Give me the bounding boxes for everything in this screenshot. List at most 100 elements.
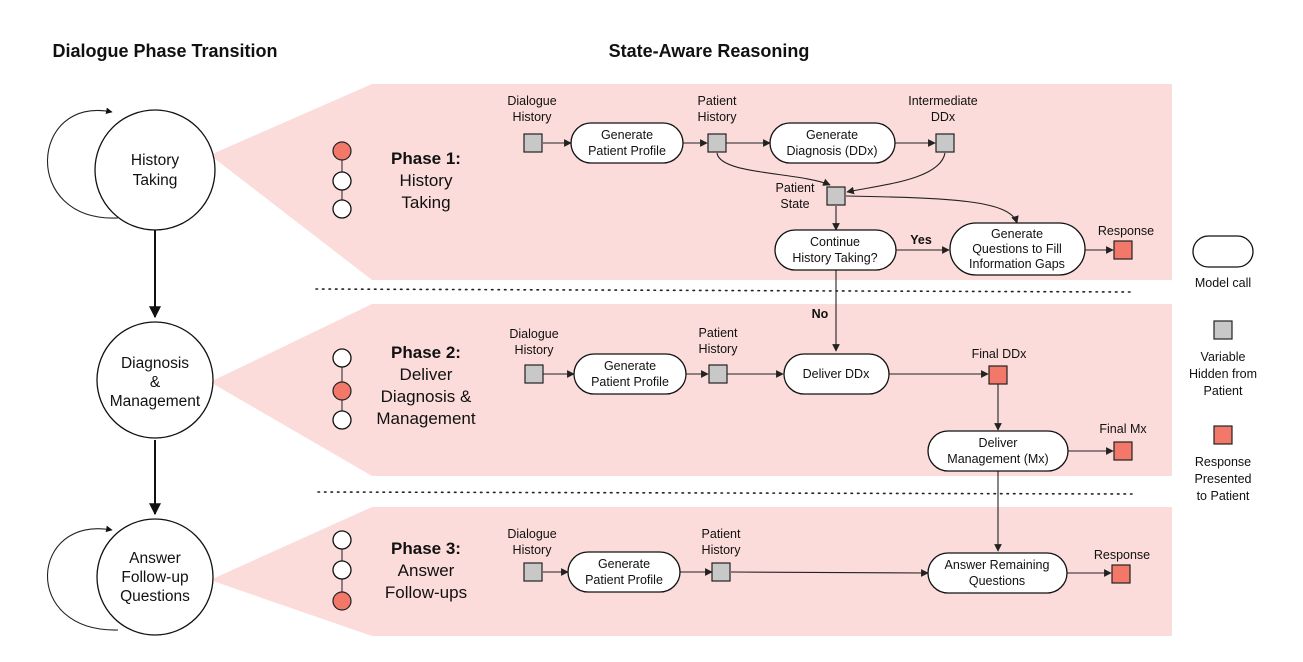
p3-dialogue-history-label-2: History: [513, 543, 553, 557]
legend-presented-line2: Presented: [1195, 472, 1252, 486]
state-diagnosis-line3: Management: [110, 393, 201, 410]
phase2-line3: Management: [376, 409, 476, 428]
state-answer-line2: Follow-up: [121, 569, 188, 586]
p3-patient-history-label-2: History: [702, 543, 742, 557]
phase2-line1: Deliver: [400, 365, 453, 384]
state-diagnosis-management: [96, 321, 214, 439]
phase1-dot-2: [332, 171, 352, 191]
p1-generate-diagnosis-node: [769, 122, 896, 164]
phase1-title: Phase 1:: [391, 149, 461, 168]
p1-patient-history-var: [707, 133, 727, 153]
p1-dialogue-history-label-2: History: [513, 110, 553, 124]
phase3-title: Phase 3:: [391, 539, 461, 558]
state-answer-line3: Questions: [120, 588, 190, 605]
p3-response-label: Response: [1094, 548, 1150, 562]
phase3-flow: Dialogue History Generate Patient Profil…: [507, 527, 1150, 594]
p3-response-var: [1111, 564, 1131, 584]
p1-continue-history-node: [774, 229, 897, 271]
legend-hidden-swatch: [1213, 320, 1233, 340]
p2-dialogue-history-var: [524, 364, 544, 384]
phase3-dot-2: [332, 560, 352, 580]
p2-final-ddx-var: [988, 365, 1008, 385]
p1-response-var: [1113, 240, 1133, 260]
phase1-flow: Dialogue History Generate Patient Profil…: [507, 94, 1154, 352]
p2-gen-profile-line2: Patient Profile: [591, 375, 669, 389]
p1-gen-diagnosis-line1: Generate: [806, 128, 858, 142]
legend-presented-line1: Response: [1195, 455, 1251, 469]
p1-gen-questions-line1: Generate: [991, 227, 1043, 241]
p1-patient-history-label-2: History: [698, 110, 738, 124]
p1-patient-state-label-2: State: [780, 197, 809, 211]
p1-intermediate-ddx-label-1: Intermediate: [908, 94, 978, 108]
p1-generate-profile-node: [570, 122, 684, 164]
phase2-title: Phase 2:: [391, 343, 461, 362]
p3-gen-profile-line1: Generate: [598, 557, 650, 571]
header-dialogue-phase-transition: Dialogue Phase Transition: [52, 41, 277, 61]
state-history-taking-line1: History: [131, 152, 179, 169]
p3-patient-history-var: [711, 562, 731, 582]
phase1-dot-1-active: [332, 141, 352, 161]
self-loop-history-taking: [46, 107, 119, 219]
p3-answer-remaining-node: [927, 552, 1068, 594]
phase3-line1: Answer: [398, 561, 455, 580]
p2-deliver-ddx-label: Deliver DDx: [803, 367, 870, 381]
legend-presented-swatch: [1213, 425, 1233, 445]
phase-bands: [210, 84, 1172, 636]
p1-gen-diagnosis-line2: Diagnosis (DDx): [787, 144, 878, 158]
p1-patient-state-var: [826, 186, 846, 206]
phase2-indicator: [332, 348, 352, 430]
phase1-band: [210, 84, 1172, 280]
p1-patient-state-label-1: Patient: [776, 181, 815, 195]
state-answer-line1: Answer: [129, 550, 181, 567]
p1-gen-questions-line3: Information Gaps: [969, 257, 1065, 271]
p2-dialogue-history-label-1: Dialogue: [509, 327, 558, 341]
p3-patient-history-label-1: Patient: [702, 527, 741, 541]
p1-response-label: Response: [1098, 224, 1154, 238]
legend-hidden-line2: Hidden from: [1189, 367, 1257, 381]
p1-generate-questions-node: [949, 222, 1086, 276]
separator-1: [315, 288, 1131, 293]
p3-generate-profile-node: [567, 551, 681, 593]
p2-patient-history-label-1: Patient: [699, 326, 738, 340]
phase2-flow: Dialogue History Generate Patient Profil…: [509, 326, 1147, 552]
p1-patient-history-label-1: Patient: [698, 94, 737, 108]
p1-gen-questions-line2: Questions to Fill: [972, 242, 1062, 256]
legend-presented-line3: to Patient: [1197, 489, 1250, 503]
p2-deliver-mx-line1: Deliver: [979, 436, 1018, 450]
phase1-line1: History: [400, 171, 453, 190]
phase2-dot-1: [332, 348, 352, 368]
phase2-dot-2-active: [332, 381, 352, 401]
legend: Model call Variable Hidden from Patient …: [1189, 235, 1257, 503]
p3-answer-remaining-line1: Answer Remaining: [945, 558, 1050, 572]
phase3-dot-1: [332, 530, 352, 550]
p1-intermediate-ddx-label-2: DDx: [931, 110, 956, 124]
no-label: No: [812, 307, 829, 321]
phase1-indicator: [332, 141, 352, 219]
p2-dialogue-history-label-2: History: [515, 343, 555, 357]
p2-patient-history-label-2: History: [699, 342, 739, 356]
p2-deliver-mx-node: [927, 430, 1069, 472]
phase2-dot-3: [332, 410, 352, 430]
p1-gen-profile-line2: Patient Profile: [588, 144, 666, 158]
p2-final-ddx-label: Final DDx: [972, 347, 1028, 361]
p3-dialogue-history-label-1: Dialogue: [507, 527, 556, 541]
legend-model-call-swatch: [1192, 235, 1254, 268]
header-state-aware-reasoning: State-Aware Reasoning: [609, 41, 810, 61]
phase2-band: [210, 304, 1172, 476]
p2-deliver-ddx-node: [783, 353, 890, 395]
p1-intermediate-ddx-var: [935, 133, 955, 153]
state-diagnosis-line2: &: [150, 374, 161, 391]
p2-final-mx-label: Final Mx: [1099, 422, 1147, 436]
separator-2: [317, 491, 1133, 495]
phase1-dot-3: [332, 199, 352, 219]
p3-dialogue-history-var: [523, 562, 543, 582]
p2-deliver-mx-line2: Management (Mx): [947, 452, 1048, 466]
phase2-line2: Diagnosis &: [381, 387, 472, 406]
state-history-taking-line2: Taking: [133, 172, 178, 189]
p1-yes-label: Yes: [910, 233, 932, 247]
phase1-line2: Taking: [401, 193, 450, 212]
phase3-indicator: [332, 530, 352, 611]
state-diagnosis-line1: Diagnosis: [121, 355, 189, 372]
state-history-taking: [94, 109, 216, 231]
